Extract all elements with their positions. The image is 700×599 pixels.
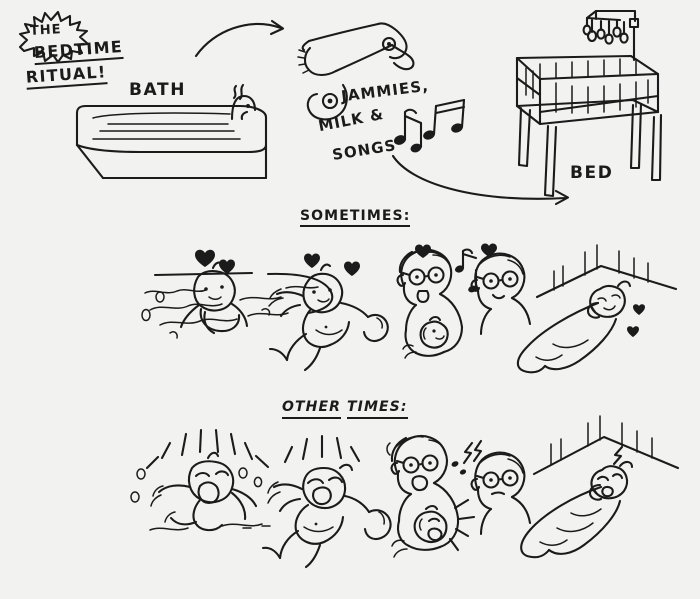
onesie-swirl-detail [306, 83, 348, 121]
section-heading-other-times-part1: OTHER [282, 399, 342, 419]
title-badge-word: THE [29, 22, 63, 39]
panel-baby-resisting-dressing [261, 434, 392, 569]
panel-parents-stressed-with-crying-baby [386, 435, 532, 558]
music-notes-icon [393, 98, 466, 153]
section-heading-sometimes: SOMETIMES: [300, 209, 411, 227]
onesie-icon [297, 22, 415, 77]
section-heading-other-times-part2: TIMES: [347, 399, 408, 419]
panel-baby-screaming-in-bath [130, 428, 271, 532]
panel-swaddled-baby-awake-fussing [520, 415, 680, 559]
step-label-bed: BED [570, 163, 614, 183]
panel-baby-splashing-in-bath-happy [141, 249, 334, 339]
panel-parents-singing-with-baby-happy [396, 243, 532, 359]
bathtub-icon [75, 83, 268, 180]
panel-baby-getting-dressed-happy [268, 253, 389, 372]
step-label-bath: BATH [129, 80, 187, 100]
flow-arrow-bath-to-jammies [194, 19, 285, 58]
panel-swaddled-baby-asleep [516, 244, 678, 374]
title-starburst-badge [18, 10, 90, 64]
flow-arrow-jammies-to-bed [391, 154, 570, 206]
crib-icon [515, 9, 663, 198]
section-heading-other-times: OTHER TIMES: [282, 399, 408, 419]
